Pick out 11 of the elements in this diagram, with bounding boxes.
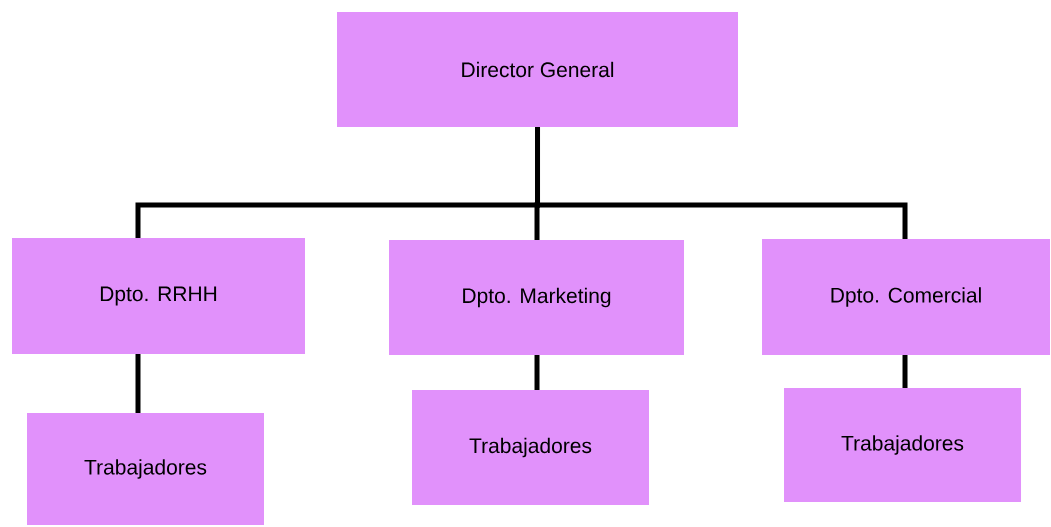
connector-line bbox=[135, 354, 141, 413]
org-box: Trabajadores bbox=[412, 390, 649, 505]
connector-line bbox=[534, 355, 540, 390]
connector-line bbox=[535, 127, 908, 239]
org-box: Trabajadores bbox=[27, 413, 264, 525]
org-box: Director General bbox=[337, 12, 738, 127]
org-box: Dpto. Comercial bbox=[762, 239, 1050, 355]
connector-line bbox=[902, 355, 908, 388]
org-box: Dpto. RRHH bbox=[12, 238, 305, 354]
org-box: Dpto. Marketing bbox=[389, 240, 684, 355]
org-box: Trabajadores bbox=[784, 388, 1021, 502]
